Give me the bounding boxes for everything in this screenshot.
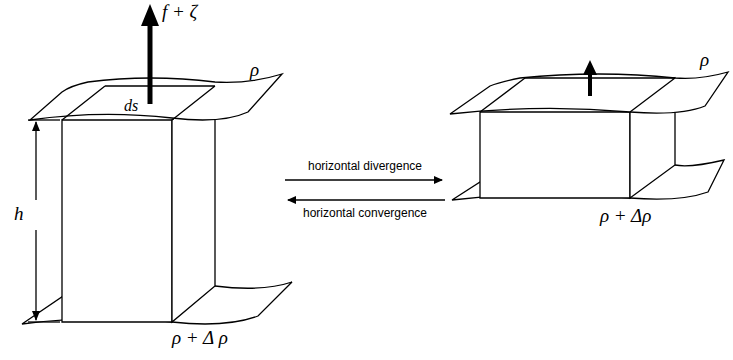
density-label: ρ — [700, 50, 709, 71]
height-label: h — [14, 204, 24, 225]
process-label: horizontal convergence — [303, 207, 427, 220]
vorticity-label: f + ζ — [162, 2, 197, 23]
density-label: ρ — [250, 60, 259, 81]
area-label: ds — [124, 97, 138, 115]
process-label: horizontal divergence — [308, 160, 422, 173]
density-label: ρ + Δ ρ — [172, 328, 228, 349]
density-label: ρ + Δρ — [600, 206, 651, 227]
